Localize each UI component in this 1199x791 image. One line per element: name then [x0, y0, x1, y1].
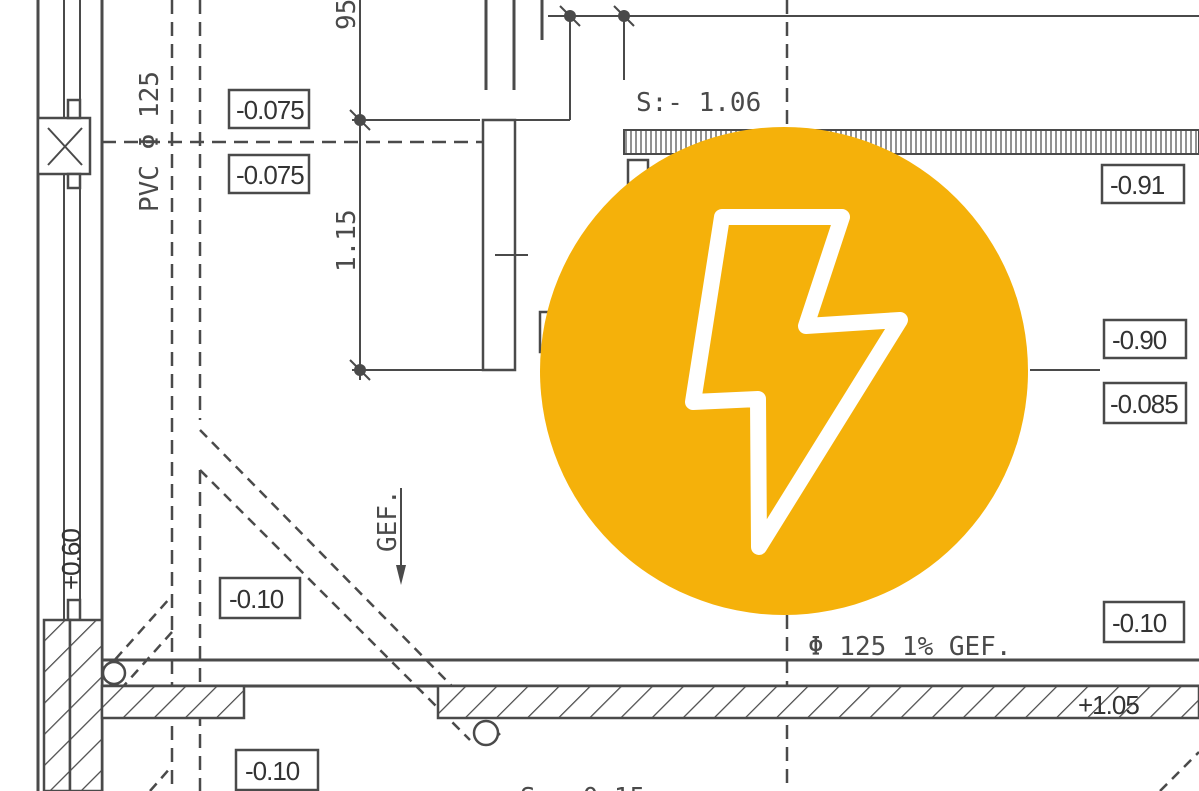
column-structure — [481, 0, 1199, 372]
level-tag: -0.10 — [218, 576, 302, 620]
dimension-line — [349, 0, 486, 381]
lightning-bolt-icon — [685, 209, 908, 555]
level-tag-text: -0.075 — [236, 95, 304, 125]
level-tag-text: -0.90 — [1112, 325, 1167, 355]
slab-level-label: S:- 1.06 — [636, 88, 761, 118]
hatch-level-label: +1.05 — [1078, 690, 1139, 720]
level-tag: -0.10 — [234, 748, 320, 791]
level-tag-text: -0.085 — [1110, 389, 1178, 419]
level-tag: -0.075 — [227, 88, 311, 130]
level-tag-text: -0.10 — [229, 584, 284, 614]
level-tag-text: -0.91 — [1110, 170, 1165, 200]
level-tag: -0.91 — [1100, 163, 1186, 205]
pipe-label: PVC Φ 125 — [135, 71, 165, 212]
level-tag: -0.90 — [1102, 318, 1188, 360]
level-tag: -0.085 — [1102, 381, 1188, 425]
flow-arrow — [396, 488, 406, 585]
level-tag: -0.075 — [227, 153, 311, 195]
level-tag-text: -0.10 — [1112, 608, 1167, 638]
bottom-partial-label: S:- 0.15 — [520, 783, 645, 791]
level-tag: -0.10 — [1102, 600, 1186, 644]
dimension-95: 95 — [332, 0, 362, 30]
flow-direction-label: GEF. — [373, 489, 403, 552]
level-tag-text: -0.075 — [236, 160, 304, 190]
dimension-1-15: 1.15 — [332, 209, 362, 272]
side-level-label: +0.60 — [56, 529, 86, 590]
level-tag-text: -0.10 — [245, 756, 300, 786]
lightning-badge — [540, 127, 1028, 615]
pipe-slope-label: Φ 125 1% GEF. — [808, 632, 1012, 662]
bottom-wall — [100, 658, 1199, 747]
left-wall — [36, 0, 104, 791]
